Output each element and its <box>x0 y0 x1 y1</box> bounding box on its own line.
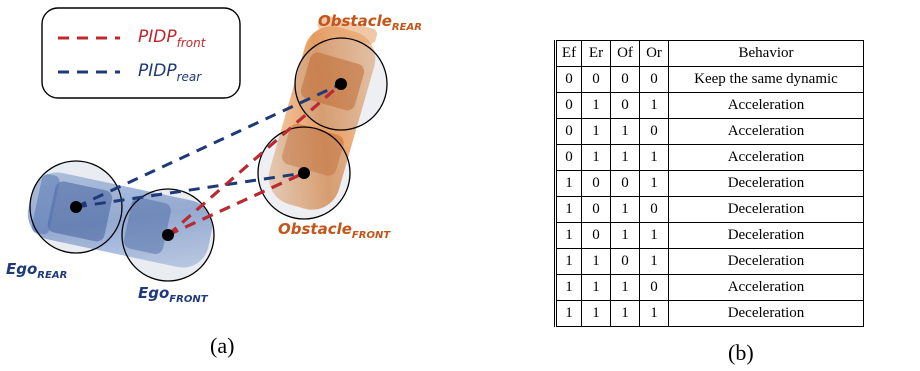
table-cell: 0 <box>639 66 669 93</box>
table-header-row: Ef Er Of Or Behavior <box>555 40 864 67</box>
table-cell: Acceleration <box>668 144 864 171</box>
table-cell: 1 <box>610 274 640 301</box>
table-cell: 1 <box>610 222 640 249</box>
table-cell: 0 <box>555 92 582 119</box>
ego-rear-point <box>70 201 82 213</box>
header-or: Or <box>639 40 669 67</box>
table-cell: 0 <box>610 92 640 119</box>
table-cell: 0 <box>581 66 611 93</box>
caption-a: (a) <box>210 333 235 358</box>
table-cell: 0 <box>581 222 611 249</box>
table-cell: 0 <box>610 248 640 275</box>
table-cell: 1 <box>555 300 582 327</box>
table-cell: 0 <box>555 118 582 145</box>
table-cell: 1 <box>581 144 611 171</box>
table-cell: 0 <box>581 196 611 223</box>
table-cell: 1 <box>639 92 669 119</box>
obstacle-rear-point <box>335 78 347 90</box>
legend-rear-label: PIDPrear <box>138 61 202 84</box>
table-cell: 1 <box>639 222 669 249</box>
table-cell: 1 <box>555 170 582 197</box>
table-cell: Keep the same dynamic <box>668 66 864 93</box>
table-cell: 1 <box>581 300 611 327</box>
table-cell: 1 <box>581 92 611 119</box>
table-cell: 1 <box>639 144 669 171</box>
table-cell: 0 <box>555 66 582 93</box>
table-cell: Acceleration <box>668 274 864 301</box>
table-cell: Acceleration <box>668 118 864 145</box>
table-cell: 1 <box>581 274 611 301</box>
table-cell: 1 <box>555 274 582 301</box>
table-cell: 0 <box>610 66 640 93</box>
table-cell: Deceleration <box>668 248 864 275</box>
table-cell: 1 <box>610 196 640 223</box>
ego-front-point <box>162 229 174 241</box>
table-cell: Deceleration <box>668 222 864 249</box>
header-behavior: Behavior <box>668 40 864 67</box>
caption-b: (b) <box>728 340 754 365</box>
table-cell: 1 <box>639 300 669 327</box>
table-cell: 0 <box>610 170 640 197</box>
table-cell: 1 <box>555 222 582 249</box>
obstacle-rear-label: ObstacleREAR <box>318 12 422 33</box>
ego-front-label: EgoFRONT <box>138 284 209 305</box>
table-cell: 1 <box>639 248 669 275</box>
table-cell: Deceleration <box>668 196 864 223</box>
table-cell: 0 <box>555 144 582 171</box>
ego-rear-label: EgoREAR <box>6 260 67 281</box>
table-cell: Deceleration <box>668 300 864 327</box>
table-cell: 1 <box>555 248 582 275</box>
table-cell: 1 <box>610 118 640 145</box>
legend-box <box>41 7 241 99</box>
table-cell: 0 <box>581 170 611 197</box>
table-cell: 1 <box>610 300 640 327</box>
obstacle-front-label: ObstacleFRONT <box>278 220 391 241</box>
table-cell: 1 <box>581 118 611 145</box>
table-cell: 0 <box>639 196 669 223</box>
obstacle-front-point <box>298 167 310 179</box>
table-cell: 0 <box>639 274 669 301</box>
table-cell: 1 <box>555 196 582 223</box>
header-of: Of <box>610 40 640 67</box>
table-cell: 1 <box>581 248 611 275</box>
table-cell: 1 <box>610 144 640 171</box>
header-ef: Ef <box>555 40 582 67</box>
header-er: Er <box>581 40 611 67</box>
obstacle-vehicle <box>257 15 388 220</box>
front-connections <box>167 82 342 237</box>
legend: PIDPfront PIDPrear <box>41 7 241 99</box>
vehicle-diagram: PIDPfront PIDPrear <box>6 7 422 305</box>
table-cell: Acceleration <box>668 92 864 119</box>
table-cell: Deceleration <box>668 170 864 197</box>
table-cell: 1 <box>639 170 669 197</box>
legend-front-label: PIDPfront <box>138 27 207 50</box>
table-cell: 0 <box>639 118 669 145</box>
ego-vehicle <box>27 160 215 282</box>
